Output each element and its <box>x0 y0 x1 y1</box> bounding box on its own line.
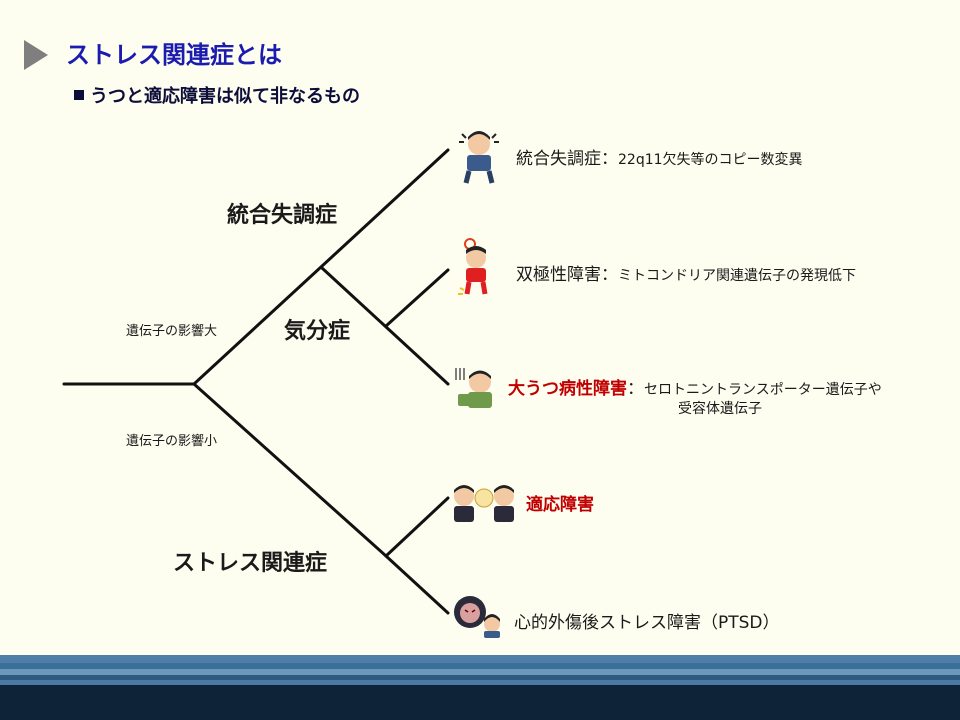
branch-ptsd <box>384 554 450 615</box>
branch-adjustment <box>384 496 450 558</box>
stressed-man-icon <box>459 131 499 184</box>
leaf-bipolar-name: 双極性障害 <box>516 265 601 285</box>
category-schizophrenia: 統合失調症 <box>227 203 338 228</box>
branch-lower <box>192 382 388 558</box>
slide-subtitle: うつと適応障害は似て非なるもの <box>74 82 360 108</box>
leaf-bipolar-sep: ： <box>601 265 618 285</box>
square-bullet-icon <box>74 90 84 100</box>
angry-man-icon <box>458 238 488 295</box>
leaf-schizophrenia-detail: 22q11欠失等のコピー数変異 <box>618 152 803 168</box>
trauma-icon <box>454 596 500 638</box>
footer-band <box>0 655 960 720</box>
leaf-major-depression-name: 大うつ病性障害 <box>508 379 627 399</box>
depressed-man-icon <box>455 368 492 408</box>
gene-influence-low-label: 遺伝子の影響小 <box>126 434 218 449</box>
leaf-major-depression-cont: 受容体遺伝子 <box>678 398 762 418</box>
category-mood: 気分症 <box>284 319 351 344</box>
leaf-schizophrenia: 統合失調症：22q11欠失等のコピー数変異 <box>516 144 803 169</box>
subtitle-text: うつと適応障害は似て非なるもの <box>90 86 360 107</box>
gene-influence-high-label: 遺伝子の影響大 <box>126 324 218 339</box>
leaf-schizophrenia-name: 統合失調症 <box>516 149 601 169</box>
leaf-ptsd-name: 心的外傷後ストレス障害 <box>514 613 701 633</box>
leaf-schizophrenia-sep: ： <box>601 149 618 169</box>
leaf-major-depression-detail-2: 受容体遺伝子 <box>678 401 762 417</box>
category-stress: ストレス関連症 <box>173 551 328 576</box>
argument-icon <box>454 485 514 522</box>
leaf-ptsd: 心的外傷後ストレス障害（PTSD） <box>514 608 780 633</box>
slide-bullet-triangle <box>24 40 48 70</box>
leaf-major-depression: 大うつ病性障害：セロトニントランスポーター遺伝子や <box>508 374 882 399</box>
leaf-bipolar-detail: ミトコンドリア関連遺伝子の発現低下 <box>618 268 856 284</box>
leaf-major-depression-sep: ： <box>627 379 644 399</box>
branch-bipolar <box>384 268 450 328</box>
leaf-adjustment-disorder: 適応障害 <box>526 490 594 515</box>
leaf-bipolar: 双極性障害：ミトコンドリア関連遺伝子の発現低下 <box>516 260 856 285</box>
leaf-major-depression-detail-1: セロトニントランスポーター遺伝子や <box>644 382 882 398</box>
slide-title: ストレス関連症とは <box>66 41 282 69</box>
leaf-adjustment-disorder-name: 適応障害 <box>526 495 594 515</box>
leaf-ptsd-detail: （PTSD） <box>701 613 780 633</box>
